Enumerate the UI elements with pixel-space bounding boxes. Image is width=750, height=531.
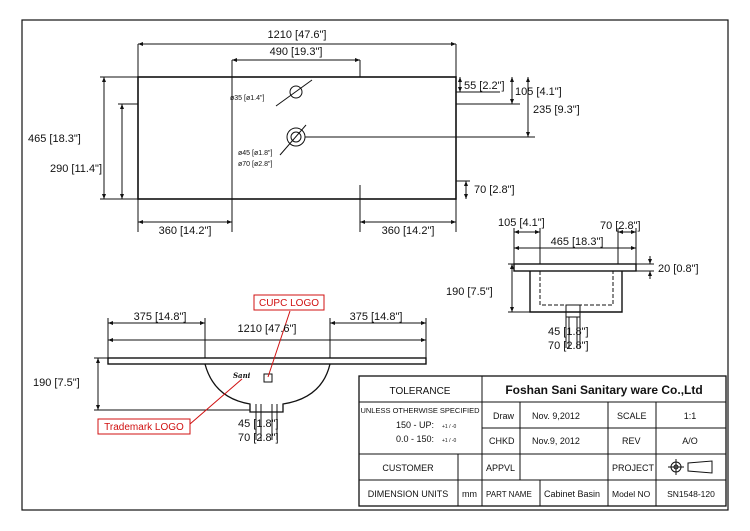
cupc-logo-mark: [263, 373, 273, 383]
plan-overall-depth: 465 [18.3"]: [28, 133, 81, 145]
plan-drain-outer: ø70 [ø2.8"]: [238, 161, 272, 168]
tolerance-note: UNLESS OTHERWISE SPECIFIED: [360, 406, 480, 415]
plan-drain-offset: 235 [9.3"]: [533, 104, 580, 116]
tolerance-line-1: 150 - UP:: [396, 420, 434, 430]
cupc-callout-label: CUPC LOGO: [259, 298, 319, 309]
side-view: [508, 228, 654, 348]
rev-value: A/O: [682, 436, 698, 446]
side-front-offset: 70 [2.8"]: [600, 220, 641, 232]
front-bowl: [204, 363, 331, 413]
trademark-callout-box: [97, 418, 191, 435]
chkd-date: Nov.9, 2012: [532, 436, 580, 446]
plan-right-margin: 360 [14.2"]: [382, 225, 435, 237]
plan-left-margin: 360 [14.2"]: [159, 225, 212, 237]
cupc-callout-box: [253, 294, 325, 311]
draw-date: Nov. 9,2012: [532, 411, 580, 421]
front-top-slab: [107, 357, 427, 365]
drain-inner: [290, 131, 302, 143]
side-depth: 465 [18.3"]: [551, 236, 604, 248]
front-view: [94, 310, 427, 440]
project-label: PROJECT: [612, 463, 655, 473]
side-drain-outer: 70 [2.8"]: [548, 340, 589, 352]
tolerance-heading: TOLERANCE: [390, 386, 451, 397]
plan-drain-inner: ø45 [ø1.8"]: [238, 150, 272, 157]
title-block: [358, 375, 727, 507]
trademark-callout-label: Trademark LOGO: [104, 422, 184, 433]
dimension-units-value: mm: [462, 489, 477, 499]
side-top-thickness: 20 [0.8"]: [658, 263, 699, 275]
faucet-hole: [289, 85, 303, 99]
plan-overall-width: 1210 [47.6"]: [268, 29, 327, 41]
front-right-margin: 375 [14.8"]: [350, 311, 403, 323]
front-drain-outer: 70 [2.8"]: [238, 432, 279, 444]
dimension-units-label: DIMENSION UNITS: [368, 489, 449, 499]
drawing-frame: [21, 19, 729, 511]
customer-label: CUSTOMER: [382, 463, 434, 473]
tolerance-line-1-dev: +1 / -0: [442, 424, 457, 430]
plan-hole-small: ø35 [ø1.4"]: [230, 95, 264, 102]
front-drain-inner: 45 [1.8"]: [238, 418, 279, 430]
plan-front-offset: 70 [2.8"]: [474, 184, 515, 196]
plan-faucet-span: 490 [19.3"]: [270, 46, 323, 58]
plan-view: [100, 42, 535, 232]
model-no-value: SN1548-120: [667, 489, 715, 499]
part-name-label: PART NAME: [486, 490, 532, 499]
model-no-label: Model NO: [612, 489, 651, 499]
appvl-label: APPVL: [486, 463, 515, 473]
scale-label: SCALE: [617, 411, 647, 421]
front-left-margin: 375 [14.8"]: [134, 311, 187, 323]
part-name-value: Cabinet Basin: [544, 489, 600, 499]
plan-hole-offset-mid: 105 [4.1"]: [515, 86, 562, 98]
plan-hole-offset-top: 55 [2.2"]: [464, 80, 505, 92]
plan-outline: [137, 76, 457, 200]
side-top-slab: [513, 263, 637, 272]
side-drain-inner: 45 [1.8"]: [548, 326, 589, 338]
chkd-label: CHKD: [489, 436, 515, 446]
plan-inner-depth: 290 [11.4"]: [50, 163, 102, 175]
brand-mark-logo: Sani: [233, 371, 251, 380]
side-bowl: [529, 271, 623, 313]
front-overall-width: 1210 [47.6"]: [238, 323, 297, 335]
draw-label: Draw: [493, 411, 515, 421]
scale-value: 1:1: [684, 411, 697, 421]
side-back-offset: 105 [4.1"]: [498, 217, 545, 229]
tolerance-line-2-dev: +1 / -0: [442, 438, 457, 444]
rev-label: REV: [622, 436, 641, 446]
side-height: 190 [7.5"]: [446, 286, 493, 298]
tolerance-line-2: 0.0 - 150:: [396, 434, 434, 444]
company-name: Foshan Sani Sanitary ware Co.,Ltd: [505, 383, 702, 397]
front-height: 190 [7.5"]: [33, 377, 80, 389]
